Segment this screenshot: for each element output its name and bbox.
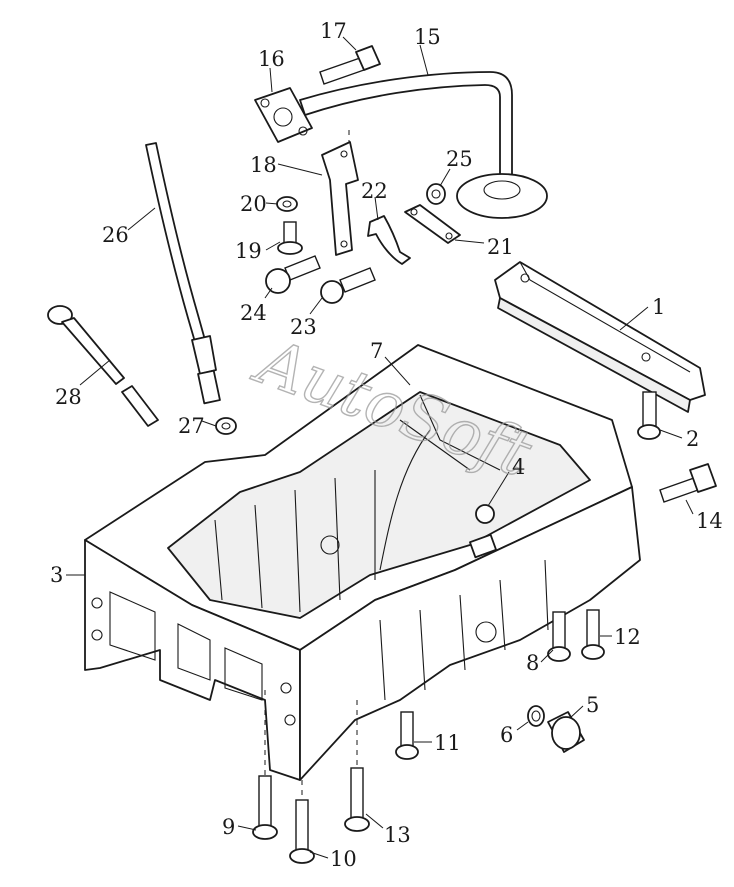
callout-15: 15: [414, 25, 441, 49]
callout-4: 4: [512, 455, 525, 479]
suction-pipe: [254, 71, 548, 219]
washer-20: [276, 196, 298, 212]
bolt-2: [637, 391, 661, 440]
bolt-10: [289, 799, 315, 864]
oil-pan: [84, 344, 641, 781]
leader-lines: [66, 36, 694, 859]
callout-17: 17: [320, 19, 347, 43]
bolt-14: [659, 463, 717, 503]
callout-27: 27: [178, 414, 205, 438]
callout-10: 10: [330, 847, 357, 871]
callout-7: 7: [370, 339, 383, 363]
callout-6: 6: [500, 723, 513, 747]
bolt-8: [547, 611, 571, 662]
bolt-24: [265, 255, 321, 294]
callout-28: 28: [55, 385, 82, 409]
callout-24: 24: [240, 301, 267, 325]
callout-2: 2: [686, 427, 699, 451]
callout-labels: 1 2 3 4 5 6 7 8 9 10 11 12 13 14 15 16 1…: [50, 19, 723, 871]
callout-1: 1: [652, 295, 665, 319]
bolt-23: [320, 267, 376, 304]
callout-20: 20: [240, 192, 267, 216]
bolt-12: [581, 609, 605, 660]
bolt-17: [319, 45, 381, 85]
drain-plug: [547, 711, 585, 753]
callout-11: 11: [434, 731, 461, 755]
callout-5: 5: [586, 693, 599, 717]
clamp-22: [367, 215, 411, 265]
callout-14: 14: [696, 509, 723, 533]
support-bracket: [321, 141, 359, 256]
callout-22: 22: [361, 179, 388, 203]
callout-12: 12: [614, 625, 641, 649]
clip-27: [215, 417, 237, 435]
sealing-washer: [527, 705, 545, 727]
bolt-19: [277, 221, 303, 255]
callout-8: 8: [526, 651, 539, 675]
callout-19: 19: [235, 239, 262, 263]
plate-21: [404, 204, 461, 244]
callout-25: 25: [446, 147, 473, 171]
callout-9: 9: [222, 815, 235, 839]
callout-21: 21: [487, 235, 514, 259]
dipstick-28: [47, 305, 159, 427]
bolt-13: [344, 767, 370, 832]
washer-25: [426, 183, 446, 205]
bolt-11: [395, 711, 419, 760]
callout-3: 3: [50, 563, 63, 587]
callout-13: 13: [384, 823, 411, 847]
callout-26: 26: [102, 223, 129, 247]
callout-18: 18: [250, 153, 277, 177]
callout-16: 16: [258, 47, 285, 71]
assembly-lines: [264, 130, 358, 800]
baffle-bracket: [494, 261, 706, 413]
callout-23: 23: [290, 315, 317, 339]
dipstick-tube: [145, 142, 221, 405]
bolt-9: [252, 775, 278, 840]
